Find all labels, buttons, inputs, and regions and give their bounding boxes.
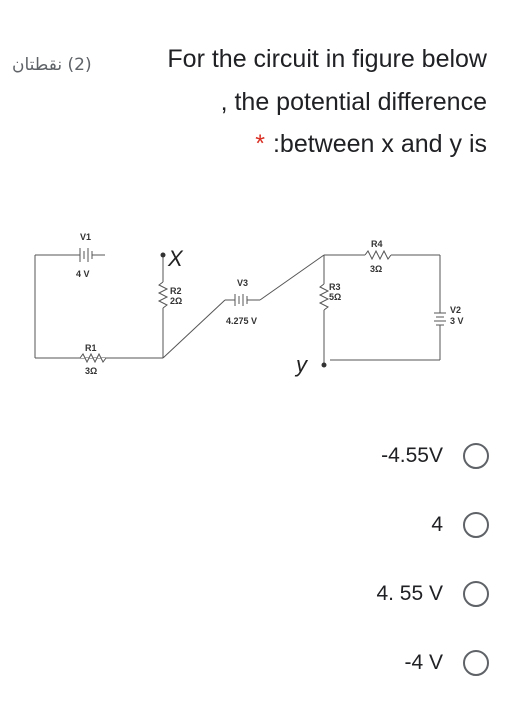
points-label: (2) نقطتان (12, 55, 92, 75)
y-label: y (294, 352, 309, 377)
option-b-radio[interactable] (463, 512, 489, 538)
circuit-diagram: V1 4 V R1 3Ω R2 2Ω V3 4.275 V R3 5Ω R4 3… (34, 232, 464, 377)
question-text-line2: , the potential difference (220, 88, 487, 116)
option-d-radio[interactable] (463, 650, 489, 676)
r2-value: 2Ω (170, 296, 182, 306)
option-c-radio[interactable] (463, 581, 489, 607)
v2-value: 3 V (450, 316, 464, 326)
question-text-line1: For the circuit in figure below (167, 45, 487, 73)
v2-name: V2 (450, 305, 461, 315)
required-marker: * (255, 130, 265, 158)
v3-name: V3 (237, 278, 248, 288)
circuit-figure: V1 4 V R1 3Ω R2 2Ω V3 4.275 V R3 5Ω R4 3… (30, 200, 480, 395)
v3-value: 4.275 V (226, 316, 257, 326)
v1-value: 4 V (76, 269, 90, 279)
r4-name: R4 (371, 239, 383, 249)
x-label: X (167, 246, 184, 271)
option-b[interactable]: 4 (431, 505, 489, 545)
r1-symbol (79, 352, 107, 364)
option-b-label: 4 (431, 513, 443, 536)
v1-name: V1 (80, 232, 91, 242)
y-terminal-dot (321, 362, 327, 368)
option-a[interactable]: -4.55V (381, 436, 489, 476)
r1-name: R1 (85, 343, 97, 353)
option-a-label: -4.55V (381, 444, 443, 467)
question-header: (2) نقطتان For the circuit in figure bel… (0, 0, 509, 200)
question-text-line3: *:between x and y is (255, 130, 487, 159)
option-c-label: 4. 55 V (376, 582, 443, 605)
r3-value: 5Ω (329, 292, 341, 302)
option-a-radio[interactable] (463, 443, 489, 469)
r2-name: R2 (170, 286, 182, 296)
option-d-label: -4 V (404, 651, 443, 674)
option-c[interactable]: 4. 55 V (376, 574, 489, 614)
r4-value: 3Ω (370, 264, 382, 274)
question-text-line3-text: :between x and y is (272, 130, 487, 158)
r1-value: 3Ω (85, 366, 97, 376)
r3-name: R3 (329, 282, 341, 292)
x-terminal-dot (160, 252, 166, 258)
option-d[interactable]: -4 V (404, 643, 489, 683)
